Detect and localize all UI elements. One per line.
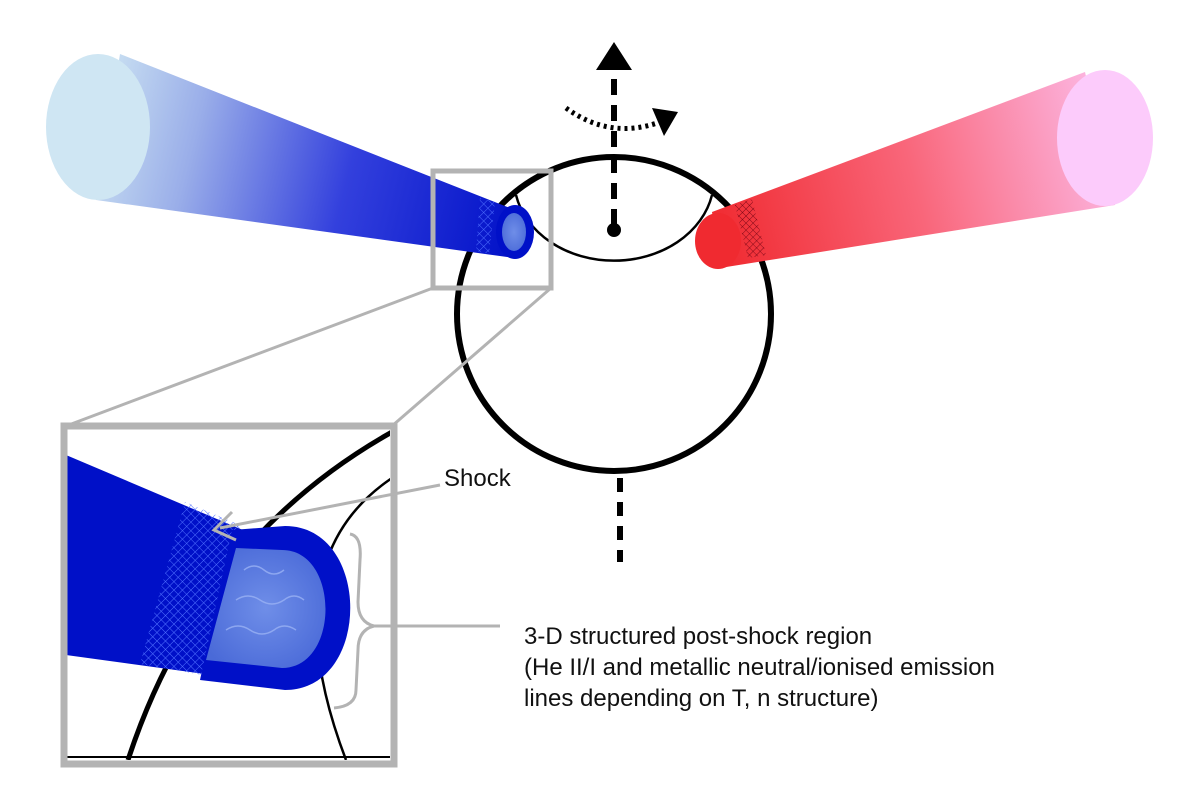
postshock-annotation: 3-D structured post-shock region (He II/… bbox=[333, 532, 995, 712]
zoom-connector-left bbox=[65, 286, 434, 428]
shock-arrowhead-icon bbox=[211, 510, 237, 542]
shock-annotation: Shock bbox=[211, 465, 512, 542]
red-jet-end-cap bbox=[1057, 70, 1153, 206]
zoom-connector-right bbox=[391, 286, 552, 428]
red-jet bbox=[695, 70, 1153, 269]
arrowhead-curved-icon bbox=[652, 108, 678, 136]
inset-postshock-cell bbox=[206, 548, 326, 668]
shock-pointer-line bbox=[219, 483, 441, 530]
zoom-callout bbox=[65, 168, 554, 428]
blue-jet-tip-inner bbox=[502, 213, 526, 251]
inset-frame bbox=[60, 422, 398, 768]
postshock-label-line1: 3-D structured post-shock region bbox=[524, 623, 872, 650]
blue-jet bbox=[46, 54, 534, 259]
red-jet-tip bbox=[695, 213, 741, 269]
inset-cell-texture bbox=[225, 565, 305, 635]
rotation-axis bbox=[564, 42, 678, 562]
inset-panel bbox=[60, 422, 398, 768]
blue-jet-end-cap bbox=[46, 54, 150, 200]
postshock-label-line3: lines depending on T, n structure) bbox=[524, 685, 878, 712]
shock-label: Shock bbox=[444, 465, 512, 492]
red-jet-shock-band bbox=[735, 199, 766, 258]
dotted-curved-arrow-icon bbox=[564, 105, 661, 131]
zoom-selection-box bbox=[430, 168, 554, 291]
red-jet-body bbox=[712, 72, 1115, 268]
axis-center-dot bbox=[607, 223, 621, 237]
arrowhead-up-icon bbox=[596, 42, 632, 70]
postshock-label-line2: (He II/I and metallic neutral/ionised em… bbox=[524, 654, 995, 681]
blue-jet-body bbox=[96, 54, 520, 258]
star-outline bbox=[454, 154, 774, 474]
star bbox=[454, 154, 774, 474]
blue-jet-shock-band bbox=[476, 198, 495, 254]
